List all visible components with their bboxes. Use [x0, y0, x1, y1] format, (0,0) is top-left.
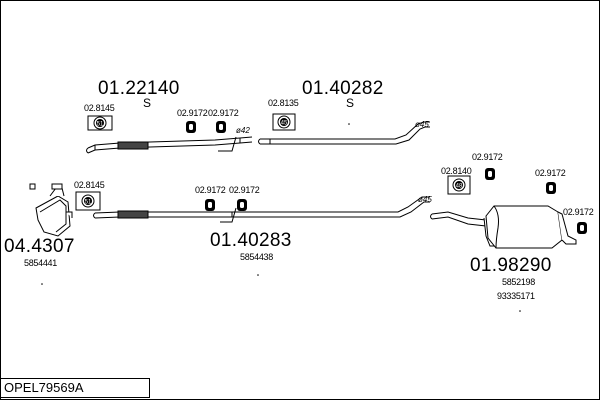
fitting-code-gasket-lower: 02.8145: [74, 180, 105, 190]
dot-middle: [257, 274, 259, 276]
dot-upper: [348, 123, 350, 125]
fitting-code-hanger-mid-2: 02.9172: [229, 185, 260, 195]
gasket-lower-icon: 51: [75, 191, 101, 211]
part-number-01-98290: 01.98290: [470, 255, 552, 276]
diameter-label-d45-upper: ø45: [415, 120, 429, 129]
hanger-upper-2-icon: [216, 121, 226, 133]
dot-silencer: [519, 310, 521, 312]
part-suffix-01-22140: S: [143, 96, 152, 110]
gasket-lower-badge: 51: [85, 200, 92, 206]
fitting-code-hanger-upper-2: 02.9172: [208, 108, 239, 118]
clamp-upper-badge: 45: [281, 121, 288, 127]
pipe-01-22140: [86, 136, 253, 154]
catalyst-04-4307: [35, 183, 73, 237]
hanger-rear-1-icon: [485, 168, 495, 180]
part-ref1-01-98290: 5852198: [502, 277, 535, 287]
fitting-code-hanger-upper-1: 02.9172: [177, 108, 208, 118]
hanger-rear-2-icon: [546, 182, 556, 194]
part-ref-04-4307: 5854441: [24, 258, 57, 268]
fitting-code-gasket-upper: 02.8145: [84, 103, 115, 113]
part-number-01-40283: 01.40283: [210, 230, 292, 251]
fitting-code-hanger-rear-1: 02.9172: [472, 152, 503, 162]
pipe-01-40283: [93, 196, 430, 219]
diameter-label-d45-lower: ø45: [418, 195, 432, 204]
clamp-rear-icon: 48: [447, 175, 471, 195]
fitting-code-clamp-rear: 02.8140: [441, 166, 472, 176]
part-number-01-40282: 01.40282: [302, 78, 384, 99]
fitting-code-hanger-rear-2: 02.9172: [535, 168, 566, 178]
gasket-upper-badge: 51: [97, 122, 104, 128]
part-number-01-22140: 01.22140: [98, 78, 180, 99]
diameter-label-d42: ø42: [236, 126, 250, 135]
clamp-upper-icon: 45: [272, 113, 296, 131]
fitting-code-hanger-mid-1: 02.9172: [195, 185, 226, 195]
clamp-rear-badge: 48: [456, 184, 463, 190]
hanger-mid-2-icon: [237, 199, 247, 211]
hanger-upper-1-icon: [186, 121, 196, 133]
sensor-icon: [29, 183, 36, 190]
diameter-marker-d42: [218, 136, 237, 152]
hanger-rear-3-icon: [577, 222, 587, 234]
pipe-01-40282: [258, 121, 430, 145]
part-suffix-01-40282: S: [346, 96, 355, 110]
part-ref-01-40283: 5854438: [240, 252, 273, 262]
fitting-code-clamp-upper: 02.8135: [268, 98, 299, 108]
gasket-upper-icon: 51: [87, 115, 113, 131]
rear-silencer-01-98290: [430, 205, 577, 249]
dot-catalyst: [41, 283, 43, 285]
fitting-code-hanger-rear-3: 02.9172: [563, 207, 594, 217]
part-ref2-01-98290: 93335171: [497, 291, 535, 301]
hanger-mid-1-icon: [205, 199, 215, 211]
diagram-title: OPEL79569A: [0, 378, 150, 398]
diameter-marker-lower: [220, 207, 237, 223]
part-number-04-4307: 04.4307: [4, 236, 75, 257]
